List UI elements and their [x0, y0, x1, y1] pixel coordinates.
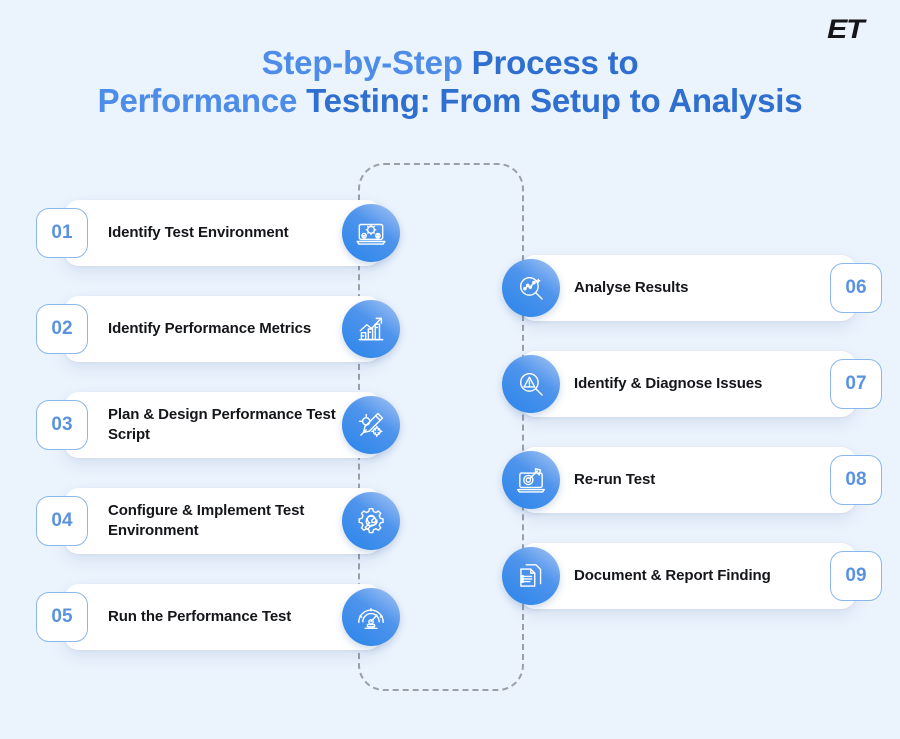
- title-line-2-light: Performance: [97, 82, 298, 120]
- title-line-2-dark: Testing: From Setup to Analysis: [297, 82, 803, 120]
- laptop-target-icon: [502, 451, 560, 509]
- title-line-1-light: Step-by-Step: [261, 44, 463, 81]
- step-label: Plan & Design Performance Test Script: [108, 406, 336, 443]
- step-label: Identify Test Environment: [108, 224, 289, 242]
- step-number-badge: 04: [36, 496, 88, 546]
- step-label: Run the Performance Test: [108, 608, 292, 626]
- page-title: Step-by-Step Process to Performance Test…: [0, 44, 900, 121]
- title-line-1: Step-by-Step Process to: [0, 44, 900, 82]
- et-logo: ET: [827, 14, 866, 44]
- step-number-badge: 05: [36, 592, 88, 642]
- laptop-gear-icon: [342, 204, 400, 262]
- title-line-1-dark: Process to: [462, 44, 639, 81]
- step-number-badge: 07: [830, 359, 882, 409]
- step-number-badge: 02: [36, 304, 88, 354]
- step-label: Re-run Test: [574, 471, 656, 489]
- step-label: Document & Report Finding: [574, 567, 771, 585]
- step-card-05[interactable]: 05 Run the Performance Test: [36, 584, 400, 650]
- step-number-badge: 08: [830, 455, 882, 505]
- step-card-03[interactable]: 03 Plan & Design Performance Test Script: [36, 392, 400, 458]
- speedometer-icon: [342, 588, 400, 646]
- step-number-badge: 06: [830, 263, 882, 313]
- magnifier-chart-icon: [502, 259, 560, 317]
- step-card-01[interactable]: 01 Identify Test Environment: [36, 200, 400, 266]
- gear-wrench-icon: [342, 492, 400, 550]
- step-label: Identify Performance Metrics: [108, 320, 312, 338]
- step-card-06[interactable]: Analyse Results 06: [502, 255, 882, 321]
- step-number-badge: 03: [36, 400, 88, 450]
- step-card-09[interactable]: Document & Report Finding 09: [502, 543, 882, 609]
- documents-icon: [502, 547, 560, 605]
- title-line-2: Performance Testing: From Setup to Analy…: [0, 82, 900, 120]
- step-card-07[interactable]: Identify & Diagnose Issues 07: [502, 351, 882, 417]
- step-number-badge: 09: [830, 551, 882, 601]
- step-label: Identify & Diagnose Issues: [574, 375, 763, 393]
- bar-chart-growth-icon: [342, 300, 400, 358]
- step-label: Configure & Implement Test Environment: [108, 502, 305, 539]
- magnifier-alert-icon: [502, 355, 560, 413]
- step-card-04[interactable]: 04 Configure & Implement Test Environmen…: [36, 488, 400, 554]
- step-card-08[interactable]: Re-run Test 08: [502, 447, 882, 513]
- step-number-badge: 01: [36, 208, 88, 258]
- design-tools-icon: [342, 396, 400, 454]
- step-label: Analyse Results: [574, 279, 689, 297]
- step-card-02[interactable]: 02 Identify Performance Metrics: [36, 296, 400, 362]
